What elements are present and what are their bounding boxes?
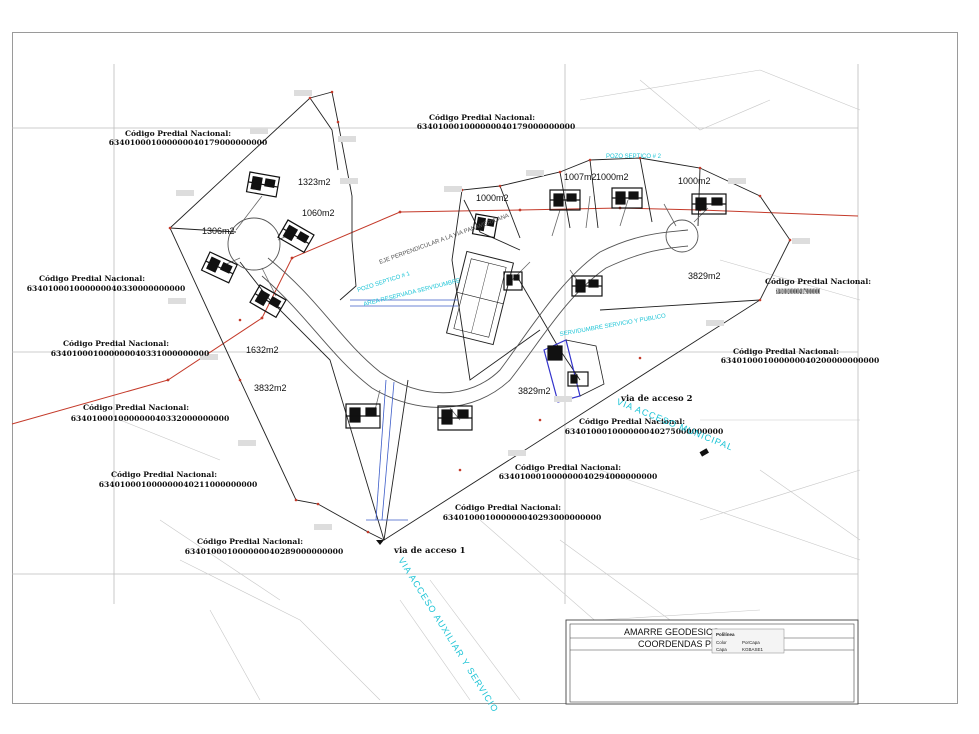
- title-block-line2: COORDENDAS PL: [638, 639, 716, 649]
- code-label-value: 634010001000000040294000000000: [499, 472, 658, 481]
- code-label-value: 634010001000000040200000000000: [721, 356, 880, 365]
- area-label: 1000m2: [476, 193, 509, 203]
- area-label: 1007m2: [564, 172, 597, 182]
- via-acceso-1-label: via de acceso 1: [393, 546, 466, 556]
- code-label-heading: Código Predial Nacional:: [733, 347, 839, 356]
- servidumbre-strips: [350, 299, 458, 521]
- code-label-heading: Código Predial Nacional:: [83, 403, 189, 412]
- code-label: Código Predial Nacional: 634010001000000…: [499, 463, 658, 481]
- code-label-heading: Código Predial Nacional:: [515, 463, 621, 472]
- code-label-value: 634010001000000040332000000000: [71, 414, 230, 423]
- cul-de-sacs: [227, 217, 699, 271]
- eje-label: EJE PERPENDICULAR A LA VIA PANAMERICANA: [379, 213, 510, 266]
- code-label-value: 634010001000000040293000000000: [443, 513, 602, 522]
- code-label-value: 634010001000000040289000000000: [185, 547, 344, 556]
- properties-key: Capa: [716, 647, 727, 652]
- house-icon: [571, 275, 603, 297]
- code-label: Código Predial Nacional: 634010001000000…: [765, 277, 871, 296]
- highlighted-parcel: [543, 339, 605, 403]
- house-icon: [345, 403, 381, 429]
- marker-icon: [699, 448, 709, 457]
- pozo-septico-2-label: POZO SEPTICO # 2: [606, 154, 662, 160]
- code-label-heading: Código Predial Nacional:: [579, 417, 685, 426]
- house-icon: [245, 171, 281, 198]
- code-label: Código Predial Nacional: 634010001000000…: [27, 274, 186, 293]
- north-arrow-icon: [376, 540, 384, 545]
- area-labels: 1323m2 1060m2 1306m2 1632m2 3832m2 1000m…: [202, 172, 721, 396]
- properties-value: KGBASE1: [742, 647, 764, 652]
- code-label: Código Predial Nacional: 634010001000000…: [417, 113, 576, 131]
- house-icon: [437, 405, 473, 431]
- house-icon: [611, 187, 643, 209]
- house-icon: [567, 371, 589, 387]
- area-label: 1000m2: [678, 176, 711, 186]
- code-label-value: 634010001000000040211000000000: [99, 480, 258, 489]
- code-label-heading: Código Predial Nacional:: [63, 339, 169, 348]
- code-label-value: 634010001000000040179000000000: [417, 122, 576, 131]
- code-label: Código Predial Nacional: 634010001000000…: [185, 537, 344, 556]
- tennis-court: [445, 250, 515, 346]
- properties-key: Color: [716, 640, 727, 645]
- area-label: 1000m2: [596, 172, 629, 182]
- properties-heading: Polilínea: [716, 632, 735, 637]
- sheet-border: [12, 32, 958, 704]
- pozo-septico-1-label: POZO SEPTICO # 1: [357, 271, 412, 294]
- code-label-value: 634010001000000040179000000000: [776, 287, 820, 296]
- code-label: Código Predial Nacional: 634010001000000…: [565, 417, 724, 436]
- code-label: Código Predial Nacional: 634010001000000…: [71, 403, 230, 423]
- code-label: Código Predial Nacional: 634010001000000…: [109, 129, 268, 147]
- code-label-heading: Código Predial Nacional:: [39, 274, 145, 283]
- area-label: 1306m2: [202, 226, 235, 236]
- title-block-line1: AMARRE GEODESICO: [624, 627, 720, 637]
- house-icon: [471, 213, 499, 239]
- code-label-value: 634010001000000040179000000000: [109, 138, 268, 147]
- house-icon: [547, 345, 563, 361]
- code-label-value: 634010001000000040330000000000: [27, 284, 186, 293]
- house-icon: [691, 193, 727, 215]
- code-label-value: 634010001000000040275000000000: [565, 427, 724, 436]
- via-acceso-2-label: via de acceso 2: [620, 394, 693, 404]
- house-icon: [200, 251, 238, 284]
- code-label-heading: Código Predial Nacional:: [455, 503, 561, 512]
- area-label: 1060m2: [302, 208, 335, 218]
- area-label: 3832m2: [254, 383, 287, 393]
- access-labels: via de acceso 1 via de acceso 2: [376, 394, 709, 556]
- code-label-heading: Código Predial Nacional:: [429, 113, 535, 122]
- area-label: 1323m2: [298, 177, 331, 187]
- area-label: 3829m2: [518, 386, 551, 396]
- house-icon: [249, 284, 287, 319]
- area-label: 3829m2: [688, 271, 721, 281]
- house-icon: [503, 271, 523, 291]
- internal-road: [261, 229, 689, 408]
- code-label-heading: Código Predial Nacional:: [125, 129, 231, 138]
- code-label: Código Predial Nacional: 634010001000000…: [721, 347, 880, 365]
- house-icon: [277, 219, 315, 254]
- code-label: Código Predial Nacional: 634010001000000…: [99, 470, 258, 489]
- area-label: 1632m2: [246, 345, 279, 355]
- background-parcels: [119, 69, 861, 701]
- properties-value: PorCapa: [742, 640, 760, 645]
- code-label: Código Predial Nacional: 634010001000000…: [443, 503, 602, 522]
- servidumbre-label: SERVIDUMBRE SERVICIO Y PUBLICO: [559, 313, 666, 338]
- code-label-value: 634010001000000040331000000000: [51, 349, 210, 358]
- code-label: Código Predial Nacional: 634010001000000…: [51, 339, 210, 358]
- acceso-auxiliar-label: VIA ACCESO AUXILIAR Y SERVICIO: [396, 556, 500, 714]
- code-label-heading: Código Predial Nacional:: [197, 537, 303, 546]
- red-road-markers: [166, 206, 702, 382]
- code-label-heading: Código Predial Nacional:: [765, 277, 871, 286]
- houses: [200, 171, 727, 431]
- properties-panel[interactable]: Polilínea Color PorCapa Capa KGBASE1: [711, 628, 785, 654]
- boundary-vertices: [168, 90, 792, 534]
- dimension-notes: [168, 90, 810, 530]
- code-label-heading: Código Predial Nacional:: [111, 470, 217, 479]
- title-block: AMARRE GEODESICO COORDENDAS PL Polilínea…: [565, 619, 859, 705]
- code-labels: Código Predial Nacional: 634010001000000…: [27, 113, 880, 556]
- house-icon: [549, 189, 581, 211]
- grid-lines: [12, 64, 859, 704]
